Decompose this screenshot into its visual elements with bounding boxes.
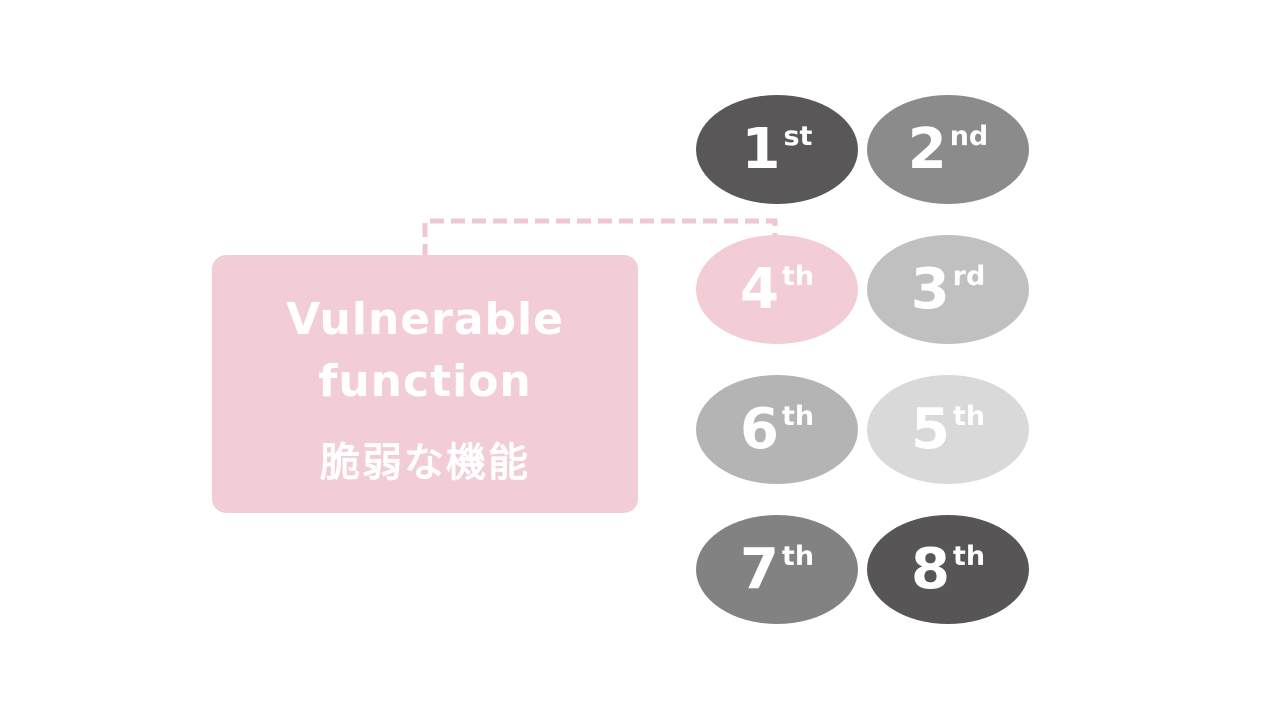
rank-suffix: th — [781, 541, 815, 572]
rank-suffix: th — [952, 541, 986, 572]
rank-suffix: th — [952, 401, 986, 432]
rank-suffix: nd — [949, 121, 989, 152]
rank-suffix: st — [783, 121, 813, 152]
vulnerable-function-box: Vulnerable function 脆弱な機能 — [212, 255, 638, 513]
rank-number: 3 — [910, 256, 950, 322]
rank-number: 2 — [907, 116, 947, 182]
rank-number: 1 — [741, 116, 781, 182]
rank-suffix: th — [781, 261, 815, 292]
rank-number: 7 — [739, 536, 779, 602]
rank-suffix: th — [781, 401, 815, 432]
rank-number: 6 — [739, 396, 779, 462]
rank-number: 5 — [910, 396, 950, 462]
rank-number: 8 — [910, 536, 950, 602]
rank-suffix: rd — [952, 261, 986, 292]
box-title-en-line1: Vulnerable — [286, 294, 564, 345]
box-title-en-line2: function — [318, 355, 532, 407]
rank-number: 4 — [739, 256, 779, 322]
box-title-ja: 脆弱な機能 — [320, 440, 530, 487]
